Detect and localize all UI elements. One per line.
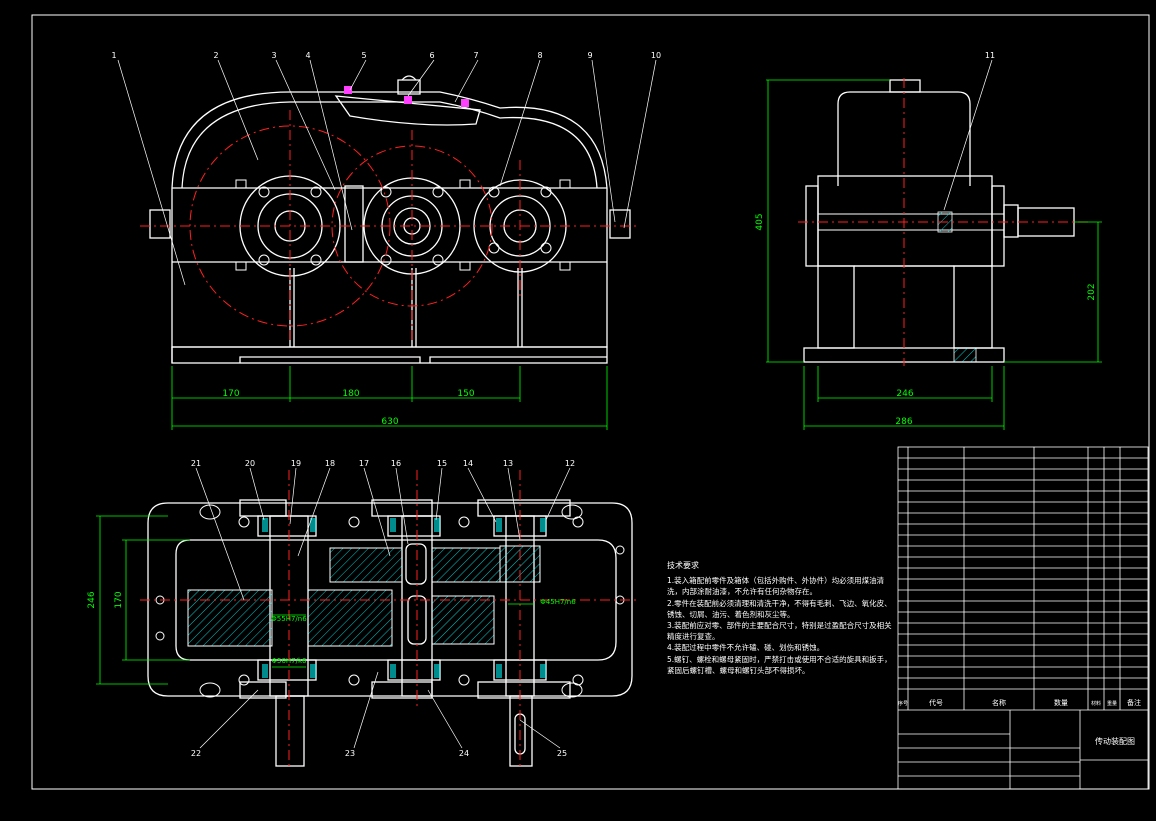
bom-header-name: 名称 <box>992 698 1006 707</box>
part-label-13: 13 <box>503 459 513 468</box>
part-label-25: 25 <box>557 749 567 758</box>
bom-header-weight: 重量 <box>1107 700 1117 707</box>
side-shaft <box>818 213 1004 231</box>
bom-header: 序号 代号 名称 数量 材料 重量 备注 <box>898 698 1141 707</box>
dim-286: 286 <box>895 417 912 427</box>
bom-header-code: 代号 <box>929 698 943 707</box>
part-label-6: 6 <box>429 51 434 60</box>
notes-line: 2.零件在装配前必须清理和清洗干净，不得有毛刺、飞边、氧化皮、 <box>667 598 892 608</box>
part-label-11: 11 <box>985 51 995 60</box>
front-bolts-magenta <box>344 86 469 107</box>
part-label-17: 17 <box>359 459 369 468</box>
top-bearing-seals <box>262 518 546 678</box>
part-label-4: 4 <box>305 51 310 60</box>
part-label-10: 10 <box>651 51 661 60</box>
notes-line: 精度进行复查。 <box>667 632 720 642</box>
front-leaders <box>117 59 657 286</box>
part-label-24: 24 <box>459 749 469 758</box>
notes-line: 5.螺钉、螺栓和螺母紧固时，严禁打击或使用不合适的旋具和扳手， <box>667 654 892 664</box>
notes-line: 1.装入箱配前零件及箱体（包括外购件、外协件）均必须用煤油清 <box>667 576 885 586</box>
part-label-3: 3 <box>271 51 276 60</box>
part-label-14: 14 <box>463 459 473 468</box>
top-housing-bolts <box>155 504 625 698</box>
dim-246-top: 246 <box>87 591 97 608</box>
part-label-15: 15 <box>437 459 447 468</box>
part-label-18: 18 <box>325 459 335 468</box>
top-dimensions <box>96 515 534 685</box>
dim-170: 170 <box>222 389 239 399</box>
side-hatch <box>937 211 977 363</box>
bom-header-seq: 序号 <box>898 700 908 707</box>
technical-requirements: 技术要求 1.装入箱配前零件及箱体（包括外购件、外协件）均必须用煤油清 洗，内部… <box>667 560 897 676</box>
front-part-labels: 1 2 3 4 5 6 7 8 9 10 <box>111 51 661 60</box>
dim-405: 405 <box>755 213 765 230</box>
top-part-labels: 21 20 19 18 17 16 15 14 13 12 22 23 24 2… <box>191 459 575 758</box>
dim-202: 202 <box>1087 283 1097 300</box>
fit-label-50: Φ50H7/k6 <box>272 657 308 665</box>
notes-line: 4.装配过程中零件不允许磕、碰、划伤和锈蚀。 <box>667 643 825 653</box>
top-gears-hatch <box>187 545 541 647</box>
top-dimension-text: 246 170 Φ55H7/n6 Φ50H7/k6 Φ45H7/n6 <box>87 591 576 665</box>
drawing-title: 传动装配图 <box>1095 737 1135 746</box>
front-bolt-holes <box>235 179 571 271</box>
side-dimension-text: 405 202 246 286 <box>755 213 1097 427</box>
dim-180: 180 <box>342 389 359 399</box>
part-label-5: 5 <box>361 51 366 60</box>
fit-label-55: Φ55H7/n6 <box>271 615 307 623</box>
notes-line: 洗，内部涂耐油漆，不允许有任何杂物存在。 <box>667 587 817 597</box>
fit-label-45: Φ45H7/n6 <box>540 598 576 606</box>
part-label-21: 21 <box>191 459 201 468</box>
part-label-7: 7 <box>473 51 478 60</box>
notes-line: 紧固后螺钉槽、螺母和螺钉头部不得损坏。 <box>667 665 810 675</box>
notes-line: 3.装配前应对零、部件的主要配合尺寸，特别是过盈配合尺寸及相关 <box>667 621 892 631</box>
part-label-9: 9 <box>587 51 592 60</box>
part-label-2: 2 <box>213 51 218 60</box>
part-label-20: 20 <box>245 459 255 468</box>
bom-header-material: 材料 <box>1091 700 1101 707</box>
part-label-19: 19 <box>291 459 301 468</box>
front-pitch-circles <box>140 110 640 340</box>
bom-header-qty: 数量 <box>1054 698 1068 707</box>
part-label-23: 23 <box>345 749 355 758</box>
bom-table <box>897 446 1149 790</box>
part-label-12: 12 <box>565 459 575 468</box>
side-centerlines <box>798 78 1090 366</box>
notes-title: 技术要求 <box>667 561 699 570</box>
part-label-1: 1 <box>111 51 116 60</box>
bom-header-remark: 备注 <box>1127 698 1141 707</box>
part-label-8: 8 <box>537 51 542 60</box>
dim-150: 150 <box>457 389 474 399</box>
dim-630: 630 <box>381 417 398 427</box>
top-leaders <box>195 467 571 749</box>
drawing-border <box>31 14 1150 790</box>
part-label-22: 22 <box>191 749 201 758</box>
dim-170-top: 170 <box>114 591 124 608</box>
notes-line: 锈蚀、切屑、油污、着色剂和灰尘等。 <box>667 609 795 619</box>
front-dimension-text: 170 180 150 630 <box>222 389 474 427</box>
front-dimensions <box>171 366 608 430</box>
side-dimensions <box>766 79 1102 430</box>
part-label-16: 16 <box>391 459 401 468</box>
dim-246-side: 246 <box>896 389 913 399</box>
